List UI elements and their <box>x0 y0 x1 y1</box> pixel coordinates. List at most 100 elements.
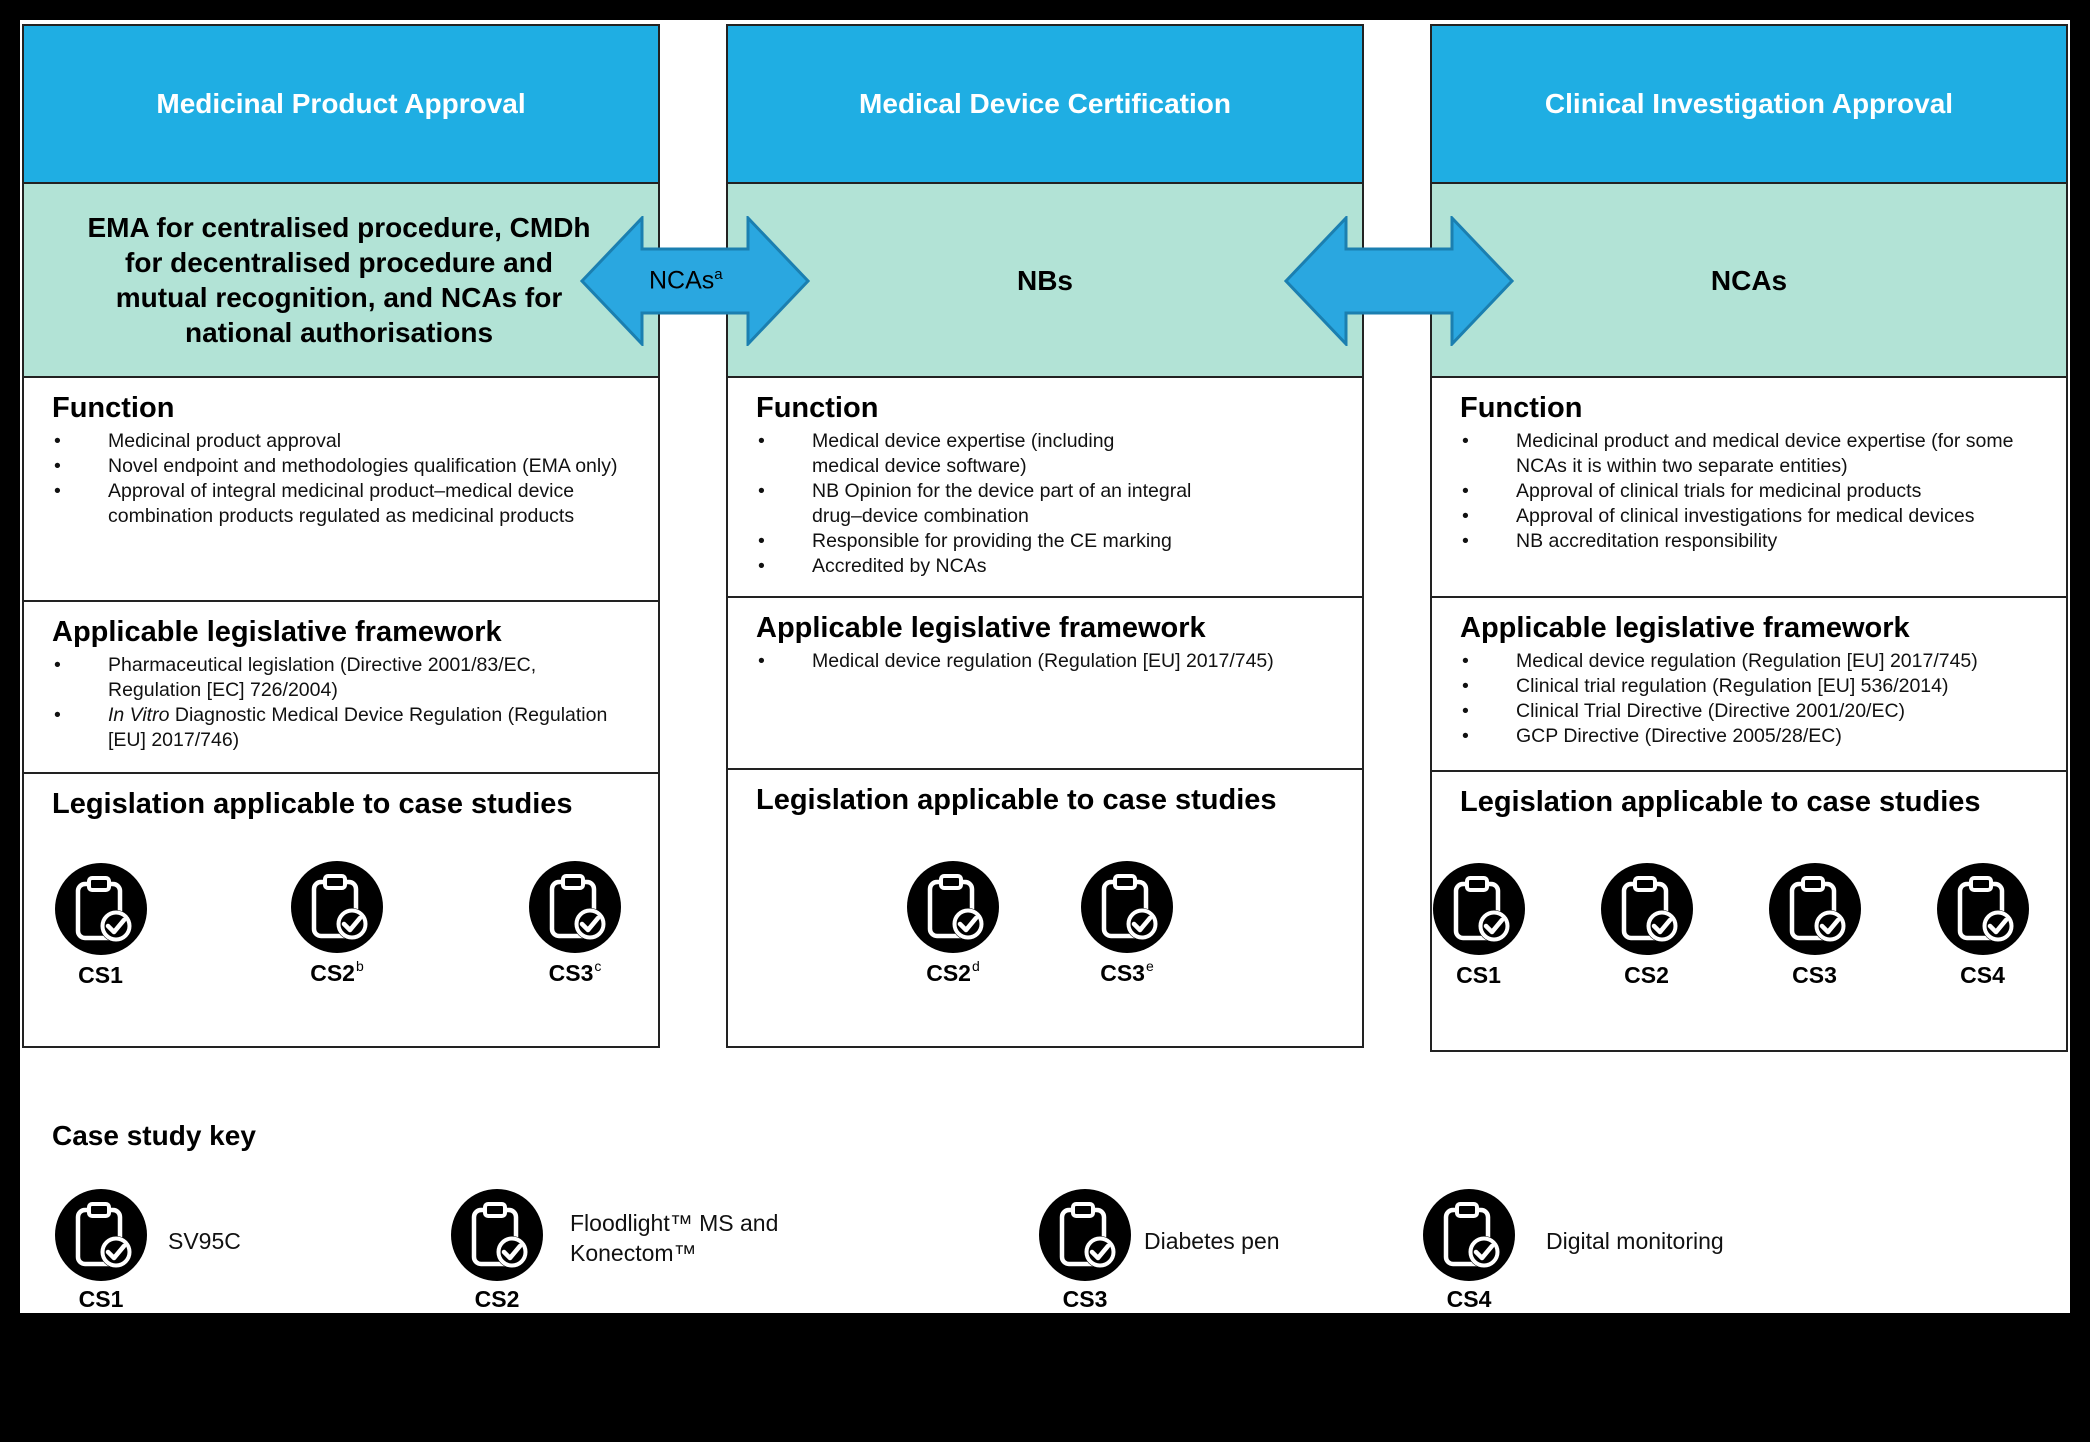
function-item: Approval of clinical trials for medicina… <box>1460 479 2038 504</box>
clipboard-check-icon <box>1936 862 2030 956</box>
framework-list: Medical device regulation (Regulation [E… <box>1460 649 2038 749</box>
case-studies-heading: Legislation applicable to case studies <box>756 784 1277 816</box>
framework-item: Medical device regulation (Regulation [E… <box>1460 649 2038 674</box>
authority-box: NBs <box>728 184 1362 378</box>
function-item: Novel endpoint and methodologies qualifi… <box>52 454 630 479</box>
framework-item: Clinical trial regulation (Regulation [E… <box>1460 674 2038 699</box>
case-study-label: CS2b <box>310 958 364 986</box>
diagram-canvas: Medicinal Product Approval EMA for centr… <box>20 20 2070 1313</box>
framework-section: Applicable legislative framework Medical… <box>728 598 1362 770</box>
clipboard-check-icon <box>906 860 1000 954</box>
function-item: Approval of integral medicinal product–m… <box>52 479 630 529</box>
key-label: CS3 <box>1062 1286 1108 1312</box>
key-item-cs3: CS3 Diabetes pen <box>1038 1188 1280 1312</box>
framework-section: Applicable legislative framework Medical… <box>1432 598 2066 772</box>
framework-item: Clinical Trial Directive (Directive 2001… <box>1460 699 2038 724</box>
case-study-label: CS1 <box>1456 962 1501 988</box>
framework-item: GCP Directive (Directive 2005/28/EC) <box>1460 724 2038 749</box>
function-list: Medicinal product and medical device exp… <box>1460 429 2038 554</box>
case-study-badge: CS2b <box>282 860 392 987</box>
case-study-badge: CS1 <box>1424 862 1534 989</box>
case-study-badge: CS2 <box>1592 862 1702 989</box>
key-item-cs4: CS4 Digital monitoring <box>1422 1188 1724 1312</box>
function-section: Function Medicinal product and medical d… <box>1432 378 2066 598</box>
arrow-label: NCAsa <box>649 266 723 295</box>
function-item: Accredited by NCAs <box>756 554 1334 579</box>
key-item-cs1: CS1 SV95C <box>54 1188 241 1312</box>
framework-list: Pharmaceutical legislation (Directive 20… <box>52 653 630 753</box>
framework-list: Medical device regulation (Regulation [E… <box>756 649 1334 674</box>
function-section: Function Medicinal product approval Nove… <box>24 378 658 602</box>
clipboard-check-icon <box>290 860 384 954</box>
case-study-badge: CS2d <box>898 860 1008 987</box>
case-studies-section: Legislation applicable to case studies C… <box>24 774 658 1046</box>
function-item: Medicinal product and medical device exp… <box>1460 429 2038 479</box>
key-label: CS1 <box>78 1286 124 1312</box>
case-study-label: CS3e <box>1100 958 1154 986</box>
clipboard-check-icon <box>1432 862 1526 956</box>
case-study-label: CS3c <box>548 958 602 986</box>
authority-text: NBs <box>1016 264 1073 296</box>
key-description: Diabetes pen <box>1144 1228 1280 1254</box>
column-title: Clinical Investigation Approval <box>1432 24 2066 184</box>
case-studies-heading: Legislation applicable to case studies <box>1460 786 1981 818</box>
function-section: Function Medical device expertise (inclu… <box>728 378 1362 598</box>
framework-item: Medical device regulation (Regulation [E… <box>756 649 1334 674</box>
case-study-badge: CS1 <box>46 862 156 989</box>
clipboard-check-icon <box>54 1188 148 1282</box>
column-title: Medical Device Certification <box>728 24 1362 184</box>
column-medicinal-product-approval: Medicinal Product Approval EMA for centr… <box>22 24 660 1048</box>
key-description: Digital monitoring <box>1546 1228 1724 1254</box>
case-study-label: CS2 <box>1624 962 1669 988</box>
function-heading: Function <box>52 392 175 424</box>
case-studies-section: Legislation applicable to case studies C… <box>1432 772 2066 1050</box>
function-list: Medicinal product approval Novel endpoin… <box>52 429 630 529</box>
framework-item-rest: Diagnostic Medical Device Regulation (Re… <box>108 704 608 751</box>
in-vitro-italic: In Vitro <box>108 704 170 726</box>
framework-heading: Applicable legislative framework <box>52 616 502 648</box>
function-list: Medical device expertise (including medi… <box>756 429 1334 579</box>
framework-section: Applicable legislative framework Pharmac… <box>24 602 658 774</box>
key-description: Floodlight™ MS and Konectom™ <box>570 1210 779 1266</box>
function-item: NB accreditation responsibility <box>1460 529 2038 554</box>
function-item: Medicinal product approval <box>52 429 630 454</box>
column-clinical-investigation-approval: Clinical Investigation Approval NCAs Fun… <box>1430 24 2068 1052</box>
case-study-key-title: Case study key <box>52 1120 256 1151</box>
case-study-badge: CS4 <box>1928 862 2038 989</box>
authority-box: EMA for centralised procedure, CMDh for … <box>24 184 658 378</box>
case-study-badge: CS3e <box>1072 860 1182 987</box>
authority-box: NCAs <box>1432 184 2066 378</box>
key-item-cs2: CS2 Floodlight™ MS and Konectom™ <box>450 1188 778 1312</box>
case-study-label: CS3 <box>1792 962 1837 988</box>
clipboard-check-icon <box>1038 1188 1132 1282</box>
clipboard-check-icon <box>1422 1188 1516 1282</box>
function-heading: Function <box>756 392 879 424</box>
function-item: Responsible for providing the CE marking <box>756 529 1334 554</box>
function-heading: Function <box>1460 392 1583 424</box>
column-title: Medicinal Product Approval <box>24 24 658 184</box>
key-label: CS2 <box>474 1286 520 1312</box>
function-item: Approval of clinical investigations for … <box>1460 504 2038 529</box>
case-study-label: CS1 <box>78 962 123 988</box>
case-studies-heading: Legislation applicable to case studies <box>52 788 573 820</box>
framework-heading: Applicable legislative framework <box>756 612 1206 644</box>
key-label: CS4 <box>1446 1286 1492 1312</box>
case-study-label: CS2d <box>926 958 980 986</box>
clipboard-check-icon <box>450 1188 544 1282</box>
case-studies-section: Legislation applicable to case studies C… <box>728 770 1362 1046</box>
clipboard-check-icon <box>1600 862 1694 956</box>
framework-item: In Vitro Diagnostic Medical Device Regul… <box>52 703 630 753</box>
key-description: SV95C <box>168 1228 241 1254</box>
authority-text: NCAs <box>1710 264 1788 296</box>
clipboard-check-icon <box>54 862 148 956</box>
function-item: Medical device expertise (including medi… <box>756 429 1152 479</box>
case-study-badge: CS3c <box>520 860 630 987</box>
double-arrow-right <box>1284 216 1514 346</box>
authority-text: EMA for centralised procedure, CMDh for … <box>87 212 591 348</box>
clipboard-check-icon <box>1080 860 1174 954</box>
case-study-badge: CS3 <box>1760 862 1870 989</box>
double-arrow-left <box>580 216 810 346</box>
case-study-label: CS4 <box>1960 962 2005 988</box>
framework-item: Pharmaceutical legislation (Directive 20… <box>52 653 630 703</box>
framework-heading: Applicable legislative framework <box>1460 612 1910 644</box>
